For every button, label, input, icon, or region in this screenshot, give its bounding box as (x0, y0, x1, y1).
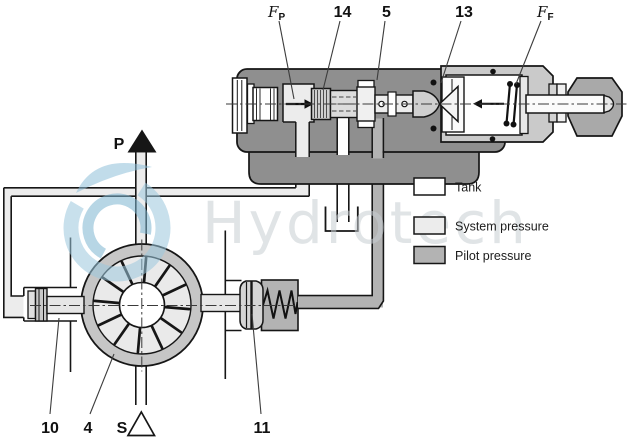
legend-label-pilot: Pilot pressure (455, 249, 531, 263)
oring-dot-icon (489, 136, 496, 142)
stroking-piston-left (23, 286, 85, 322)
pressure-triangle-icon (127, 129, 157, 153)
watermark-text: Hydrotech (202, 189, 529, 257)
pilot-channel-inner (373, 118, 383, 159)
legend-swatch-system (413, 216, 446, 235)
callout-4: 4 (84, 420, 93, 437)
callout-labels: F P 14 5 13 F F 10 4 11 P S (41, 3, 554, 437)
callout-13: 13 (455, 4, 473, 21)
watermark-logo-icon (63, 162, 171, 282)
valve-end-cap (231, 77, 248, 134)
suction-triangle-icon (126, 410, 156, 437)
callout-5: 5 (382, 4, 391, 21)
callout-10: 10 (41, 420, 59, 437)
callout-ff-sub: F (548, 12, 554, 23)
tank-channel-inner (338, 115, 348, 155)
suction-port-symbol (126, 410, 156, 437)
legend-label-system: System pressure (455, 220, 549, 234)
pressure-port-symbol (127, 129, 157, 153)
piston-ring-large (34, 287, 48, 322)
port-label-s: S (117, 420, 128, 437)
screw-tip (603, 94, 615, 114)
system-pipe-left-vertical (4, 188, 11, 317)
piston-rod-right (200, 293, 243, 313)
suction-port-pipe (136, 366, 146, 405)
callout-leaders (49, 20, 542, 415)
callout-14: 14 (334, 4, 352, 21)
seal-dot-icon (430, 79, 437, 86)
legend-label-tank: Tank (455, 181, 482, 195)
legend-swatch-tank (413, 177, 446, 196)
pilot-pipe-vertical (373, 118, 383, 308)
watermark: Hydrotech (63, 162, 529, 282)
port-label-p: P (114, 136, 125, 153)
legend: Tank System pressure Pilot pressure (413, 177, 549, 265)
legend-swatch-pilot (413, 245, 446, 265)
callout-fp-sub: P (279, 12, 286, 23)
oring-dot-icon (490, 68, 496, 75)
seal-dot-icon (430, 125, 437, 132)
sense-channel-inner (296, 122, 309, 157)
piston-ring-small (27, 290, 37, 320)
bias-spring (262, 286, 299, 319)
callout-ff-base: F (536, 3, 548, 21)
system-pipe-elbow (4, 296, 24, 317)
pilot-pipe-horizontal (298, 296, 383, 308)
callout-fp-base: F (267, 3, 279, 21)
tank-symbol (324, 206, 359, 232)
pressure-port-pipe (136, 153, 146, 246)
callout-11: 11 (254, 420, 271, 437)
